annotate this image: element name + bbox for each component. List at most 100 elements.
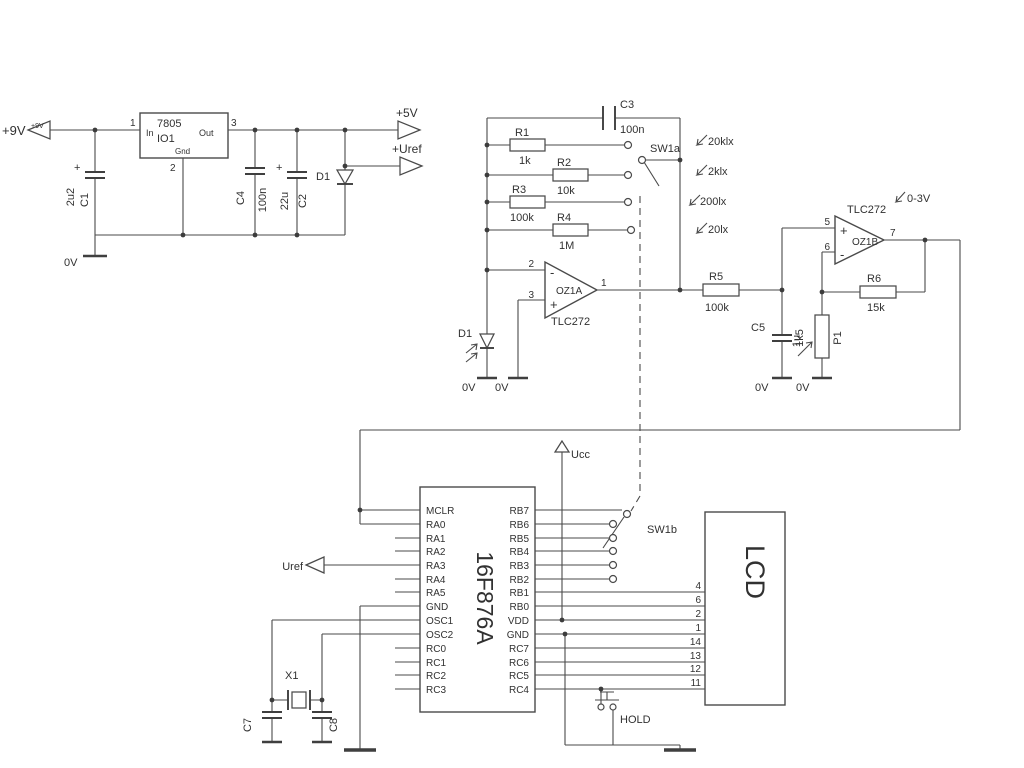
resistor-r4 <box>552 223 589 237</box>
gnd-0v-label: 0V <box>495 382 509 394</box>
pointer-arrow-icon <box>695 222 708 234</box>
pin-label-ra3: RA3 <box>426 561 446 572</box>
r1-value-label: 1k <box>519 155 531 167</box>
pin-label-rb1: RB1 <box>510 588 530 599</box>
pin-label-rb7: RB7 <box>510 506 530 517</box>
ucc-terminal-arrow-icon <box>553 439 571 453</box>
capacitor-plates <box>85 106 792 719</box>
lcd-pin-11: 11 <box>691 678 702 689</box>
r1-ref-label: R1 <box>515 127 529 139</box>
r6-value-label: 15k <box>867 302 885 314</box>
pin-label-vdd: VDD <box>508 616 529 627</box>
lcd-pin-6: 6 <box>695 595 701 606</box>
c5-value-label: 1u <box>791 335 803 347</box>
p1-value-label: 1k5 <box>794 329 806 347</box>
r3-ref-label: R3 <box>512 184 526 196</box>
pin-label-rc3: RC3 <box>426 685 446 696</box>
pin-label-ra2: RA2 <box>426 547 446 558</box>
pin-label-rb3: RB3 <box>510 561 530 572</box>
d1-power-ref-label: D1 <box>316 171 330 183</box>
opamp-oz1b-body <box>834 214 886 266</box>
oz1b-ref-label: OZ1B <box>852 237 878 248</box>
hold-label: HOLD <box>620 714 651 726</box>
c2-value-label: 22u <box>279 192 291 210</box>
potentiometer-p1 <box>797 314 830 359</box>
r3-value-label: 100k <box>510 212 534 224</box>
oz1a-pin1-label: 1 <box>601 278 607 289</box>
hold-button <box>595 691 619 711</box>
ground-symbols <box>83 254 832 752</box>
c7-ref-label: C7 <box>242 718 254 732</box>
rail-uref-label: +Uref <box>392 142 422 156</box>
uref-out-terminal-arrow-icon <box>399 156 424 176</box>
pin-label-mclr: MCLR <box>426 506 454 517</box>
c4-ref-label: C4 <box>235 191 247 205</box>
c1-value-label: 2u2 <box>65 188 77 206</box>
pointer-arrow-icon <box>695 134 708 146</box>
resistor-r6 <box>859 285 897 299</box>
r5-ref-label: R5 <box>709 271 723 283</box>
lcd-body <box>704 511 786 706</box>
pointer-arrow-icon <box>688 194 701 206</box>
c1-ref-label: C1 <box>79 193 91 207</box>
reg-pin3-label: 3 <box>231 118 237 129</box>
resistor-bodies <box>509 138 897 299</box>
resistor-r1 <box>509 138 546 152</box>
regulator-7805-body <box>139 112 229 159</box>
lcd-label: LCD <box>740 545 770 599</box>
pin-label-rc0: RC0 <box>426 644 446 655</box>
r4-ref-label: R4 <box>557 212 571 224</box>
range-20klx-label: 20klx <box>708 136 734 148</box>
pin-label-rb4: RB4 <box>510 547 530 558</box>
r4-value-label: 1M <box>559 240 574 252</box>
r6-ref-label: R6 <box>867 273 881 285</box>
diode-d1-power <box>335 169 355 186</box>
wiper-arrow-icon <box>797 341 813 357</box>
lcd-pin-4: 4 <box>695 581 701 592</box>
output-range-label: 0-3V <box>907 193 931 205</box>
oz1b-minus-sign: - <box>840 247 844 262</box>
pin-label-rc6: RC6 <box>509 658 529 669</box>
sw1b-label: SW1b <box>647 524 677 536</box>
uref-in-terminal-arrow-icon <box>304 556 325 574</box>
rail-5v-label: +5V <box>396 106 418 120</box>
r2-value-label: 10k <box>557 185 575 197</box>
c2-plus-label: + <box>276 162 282 174</box>
light-arrows-icon <box>465 343 478 363</box>
pin-label-osc1: OSC1 <box>426 616 454 627</box>
range-2klx-label: 2klx <box>708 166 728 178</box>
pin-label-rc4: RC4 <box>509 685 529 696</box>
switch-sw1a-contacts <box>623 140 647 235</box>
gnd-0v-label: 0V <box>462 382 476 394</box>
oz1a-pin2-label: 2 <box>528 259 534 270</box>
oz1a-part-label: TLC272 <box>551 316 590 328</box>
resistor-r2 <box>552 168 589 182</box>
sw1b-arm <box>602 516 625 549</box>
vin-label: +9V <box>2 123 26 138</box>
range-200lx-label: 200lx <box>700 196 727 208</box>
pin-label-ra1: RA1 <box>426 534 446 545</box>
reg-ref-label: IO1 <box>157 133 175 145</box>
resistor-r5 <box>702 283 740 297</box>
c5-ref-label: C5 <box>751 322 765 334</box>
lcd-pin-14: 14 <box>690 637 702 648</box>
pin-label-osc2: OSC2 <box>426 630 454 641</box>
oz1b-pin7-label: 7 <box>890 228 896 239</box>
oz1a-ref-label: OZ1A <box>556 286 582 297</box>
photodiode-ref-label: D1 <box>458 328 472 340</box>
mcu-part-label: 16F876A <box>472 551 498 645</box>
ucc-label: Ucc <box>571 449 590 461</box>
reg-part-label: 7805 <box>157 118 181 130</box>
c3-ref-label: C3 <box>620 99 634 111</box>
switch-sw1b-contacts <box>608 509 632 584</box>
reg-gnd-label: Gnd <box>175 147 190 156</box>
pin-label-ra4: RA4 <box>426 575 446 586</box>
c8-ref-label: C8 <box>328 718 340 732</box>
pin-label-rc2: RC2 <box>426 671 446 682</box>
photodiode-d1 <box>465 333 496 363</box>
sw1a-arm <box>643 161 660 187</box>
junction-dots <box>92 127 928 703</box>
resistor-r3 <box>509 195 546 209</box>
